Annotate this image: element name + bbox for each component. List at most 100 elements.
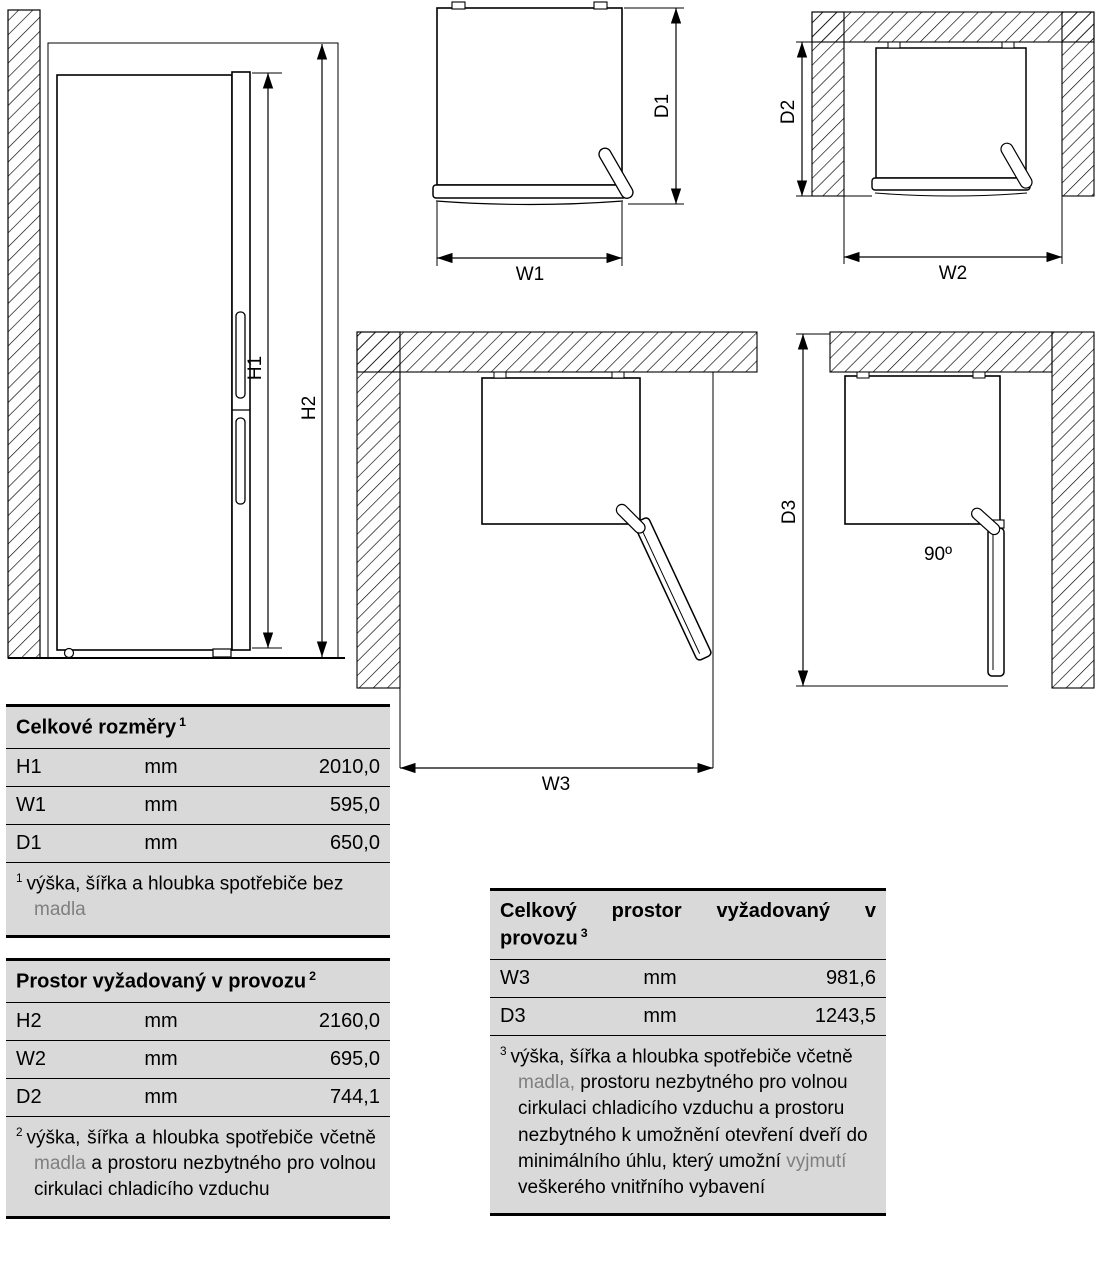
dimension-unit: mm [643,966,677,989]
footnote-text: veškerého vnitřního vybavení [518,1177,766,1199]
dimension-value: 2160,0 [318,1009,380,1032]
footnote-text: výška, šířka a hloubka spotřebiče včetně [510,1045,853,1067]
rear-spacer-right [611,371,625,379]
door-closed-niche [871,177,1031,191]
top-view-door-open-diagram: W3 [356,331,758,795]
dimension-code: W2 [16,1047,46,1070]
table-row: W2 mm 695,0 [6,1041,390,1079]
niche-wall-back [811,11,1095,43]
dimension-value: 595,0 [329,793,380,816]
table-row: D2 mm 744,1 [6,1079,390,1117]
wall-left [356,331,401,689]
rear-spacer-left [451,1,466,10]
upper-handle [235,311,246,399]
w1-label: W1 [516,264,545,285]
dimension-value: 981,6 [825,966,876,989]
dimension-diagrams: H1 H2 D1 W1 [7,1,1095,795]
niche-wall-right [1061,11,1095,197]
footnote-muted-text: vyjmutí [786,1150,847,1172]
table-row: W3 mm 981,6 [490,960,886,998]
top-view-niche-diagram: D2 W2 [778,11,1095,284]
d3-label: D3 [779,500,800,524]
wall-back [829,331,1053,373]
top-view-door-90-diagram: 90º D3 [779,331,1095,689]
rear-spacer-left [887,41,901,49]
dimension-unit: mm [144,1009,178,1032]
wall-hatch-left [7,9,41,659]
door-face-line [640,526,701,654]
d1-label: D1 [652,94,673,118]
footnote-muted-text: madla, [518,1072,576,1094]
footnote-text: prostoru nezbytného pro volnou cirkulaci… [518,1072,868,1172]
side-view-diagram: H1 H2 [7,9,345,659]
footnote-muted-text: madla [34,1153,86,1175]
table-row: D1 mm 650,0 [6,825,390,863]
dimension-code: D1 [16,831,42,854]
footnote-text: výška, šířka a hloubka spotřebiče bez [26,872,344,894]
table-title-text: Prostor vyžadovaný v provozu [16,970,307,993]
dimension-value: 695,0 [329,1047,380,1070]
table-title-sup: 1 [179,715,186,729]
dimension-code: D2 [16,1085,42,1108]
footnote-muted-text: madla [34,899,86,921]
rear-wheel [63,647,75,659]
d2-label: D2 [778,100,799,124]
dimension-unit: mm [144,1085,178,1108]
table-title-sup: 3 [580,926,588,940]
footnote-text: a prostoru nezbytného pro volnou cirkula… [34,1153,376,1201]
footnote-sup: 2 [16,1125,23,1139]
fridge-body-top [436,7,623,186]
h1-label: H1 [245,356,266,380]
rear-spacer-right [1001,41,1015,49]
fridge-body-side [56,74,233,651]
fridge-body-open [481,377,641,525]
top-view-free-diagram: D1 W1 [432,1,684,285]
door-handle-top [598,147,634,199]
dimension-code: H2 [16,1009,42,1032]
wall-right [1051,331,1095,689]
w3-label: W3 [542,774,571,795]
dimension-value: 2010,0 [318,755,380,778]
table-row: W1 mm 595,0 [6,787,390,825]
rear-spacer-left [856,371,870,379]
footnote-sup: 1 [16,871,23,885]
table-title-text: Celkový prostor vyžadovaný v provozu [500,900,876,950]
h2-label: H2 [299,396,320,420]
door-front-curve [435,200,624,206]
dimension-code: W3 [500,966,530,989]
door-open-90 [987,527,1005,677]
rear-spacer-left [493,371,507,379]
dimension-value: 650,0 [329,831,380,854]
rear-spacer-right [972,371,986,379]
front-foot [212,648,232,658]
table-row: D3 mm 1243,5 [490,998,886,1036]
door-closed-top [432,184,627,199]
dimension-unit: mm [643,1004,677,1027]
dimension-unit: mm [144,1047,178,1070]
door-front-curve [874,192,1028,197]
door-angle-label: 90º [924,544,952,565]
niche-wall-left [811,11,845,197]
table-title-text: Celkové rozměry [16,716,177,739]
dimension-code: D3 [500,1004,526,1027]
dimension-code: H1 [16,755,42,778]
dimension-value: 1243,5 [814,1004,876,1027]
dimension-unit: mm [144,793,178,816]
fridge-body-niche [875,47,1027,179]
door-handle-90 [970,507,1001,536]
w2-label: W2 [939,263,968,284]
dimension-unit: mm [144,831,178,854]
dimension-unit: mm [144,755,178,778]
table-row: H2 mm 2160,0 [6,1003,390,1041]
door-handle-niche [1000,142,1033,189]
door-handle-open [615,503,646,534]
